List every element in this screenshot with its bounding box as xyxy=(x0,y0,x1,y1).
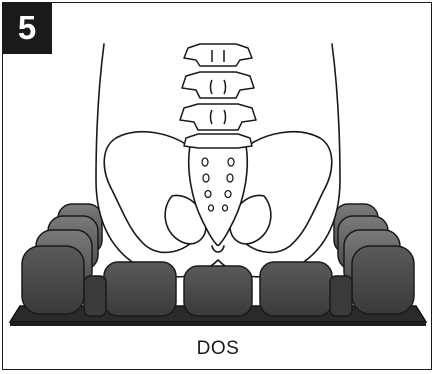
step-number-badge: 5 xyxy=(2,2,52,54)
view-caption: DOS xyxy=(0,338,436,360)
seating-illustration xyxy=(0,0,436,330)
